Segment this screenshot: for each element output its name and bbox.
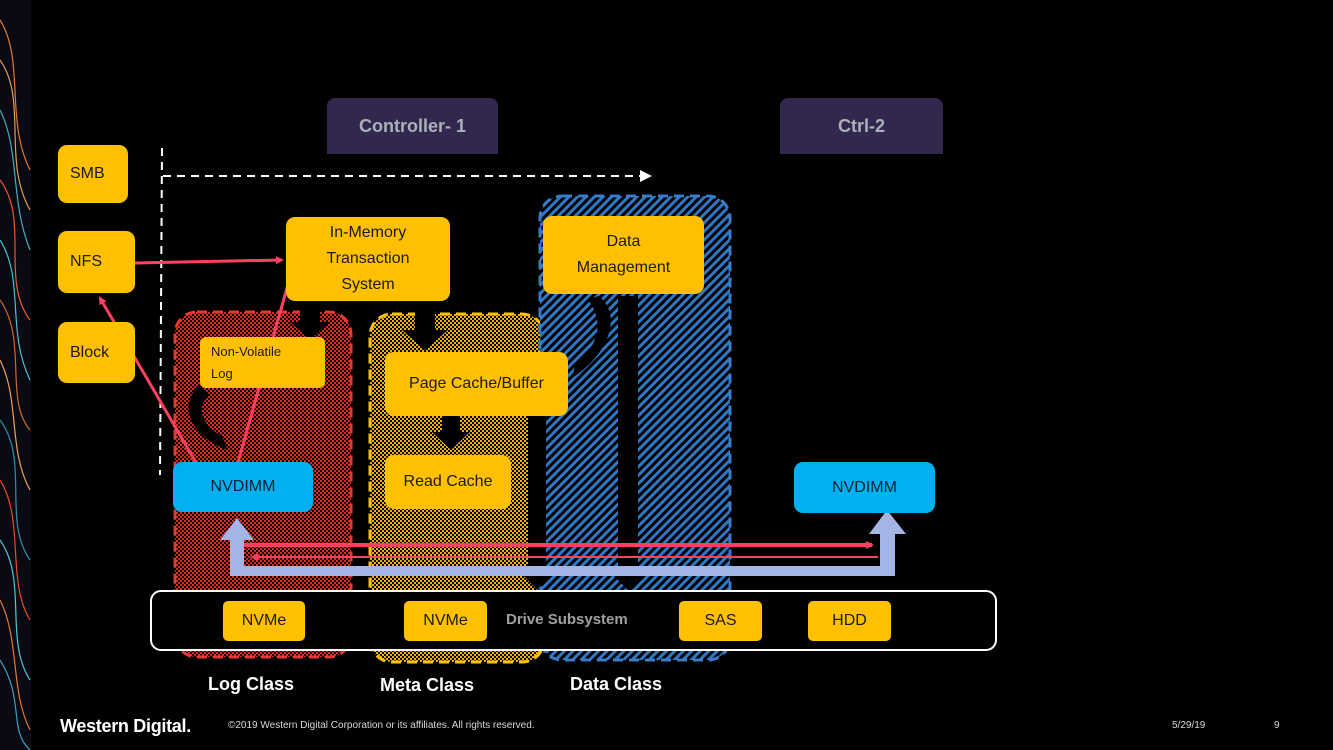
protocol-block[interactable]: Block (58, 322, 135, 383)
data-mgmt-line-1: Data (606, 233, 641, 250)
drive-nvme-meta-label: NVMe (423, 612, 468, 629)
drive-nvme-log-label: NVMe (241, 612, 287, 629)
meta-class-label: Meta Class (380, 675, 475, 695)
drive-subsystem-label: Drive Subsystem (506, 611, 628, 628)
imts-line-3: System (341, 276, 395, 293)
non-volatile-log[interactable]: Non-Volatile Log (200, 337, 325, 388)
footer-date: 5/29/19 (1172, 720, 1206, 731)
protocol-nfs[interactable]: NFS (58, 231, 135, 293)
protocol-nfs-label: NFS (70, 253, 102, 270)
read-cache-label: Read Cache (403, 473, 493, 490)
curved-arrow-log-to-nvdimm (188, 385, 228, 450)
drive-hdd-label: HDD (832, 612, 867, 629)
controller-2-header: Ctrl-2 (780, 98, 943, 154)
page-cache-label: Page Cache/Buffer (409, 375, 544, 392)
drive-hdd[interactable]: HDD (808, 601, 891, 641)
nv-log-line-1: Non-Volatile (211, 343, 282, 359)
arrow-pagecache-to-readcache (432, 416, 470, 450)
arrow-imts-to-log (290, 300, 330, 340)
controller-1-label: Controller- 1 (358, 115, 466, 136)
drive-nvme-meta[interactable]: NVMe (404, 601, 487, 641)
curved-arrow-datamgmt-to-pagecache (572, 296, 611, 378)
log-class-label: Log Class (208, 674, 295, 694)
black-flow-arrows (188, 296, 650, 590)
data-management[interactable]: Data Management (543, 216, 704, 294)
protocol-smb[interactable]: SMB (58, 145, 128, 203)
arrow-nfs-to-imts (134, 256, 284, 265)
nvdimm-2-label: NVDIMM (832, 478, 897, 496)
nvdimm-mirror-bus (220, 510, 906, 576)
footer-page-number: 9 (1274, 720, 1280, 731)
controller-2-label: Ctrl-2 (837, 115, 885, 136)
arrow-imts-to-pagecache (402, 300, 448, 350)
nvdimm-1-label: NVDIMM (210, 478, 276, 495)
read-cache[interactable]: Read Cache (385, 455, 511, 509)
imts-line-2: Transaction (326, 250, 410, 267)
page-cache-buffer[interactable]: Page Cache/Buffer (385, 352, 568, 416)
data-class-label: Data Class (570, 674, 663, 694)
nv-log-line-2: Log (211, 365, 233, 381)
protocol-block-label: Block (70, 343, 110, 361)
protocol-smb-label: SMB (70, 165, 105, 182)
imts-line-1: In-Memory (329, 224, 407, 241)
arrow-pagecache-to-drives (516, 416, 558, 590)
drive-sas[interactable]: SAS (679, 601, 762, 641)
data-mgmt-line-2: Management (576, 259, 671, 276)
arrow-datamgmt-to-drives (606, 296, 650, 590)
in-memory-transaction-system[interactable]: In-Memory Transaction System (286, 217, 450, 301)
controller-boundary-dashed (159, 147, 652, 476)
controller-1-header: Controller- 1 (327, 98, 498, 154)
footer-copyright: ©2019 Western Digital Corporation or its… (228, 720, 535, 731)
drive-subsystem-frame (150, 590, 997, 651)
drive-nvme-log[interactable]: NVMe (223, 601, 305, 641)
nvdimm-controller-1[interactable]: NVDIMM (173, 462, 313, 512)
drive-sas-label: SAS (704, 612, 737, 629)
nvdimm-controller-2[interactable]: NVDIMM (794, 462, 935, 513)
western-digital-logo: Western Digital. (60, 716, 191, 736)
decorative-art-strip (0, 0, 31, 750)
